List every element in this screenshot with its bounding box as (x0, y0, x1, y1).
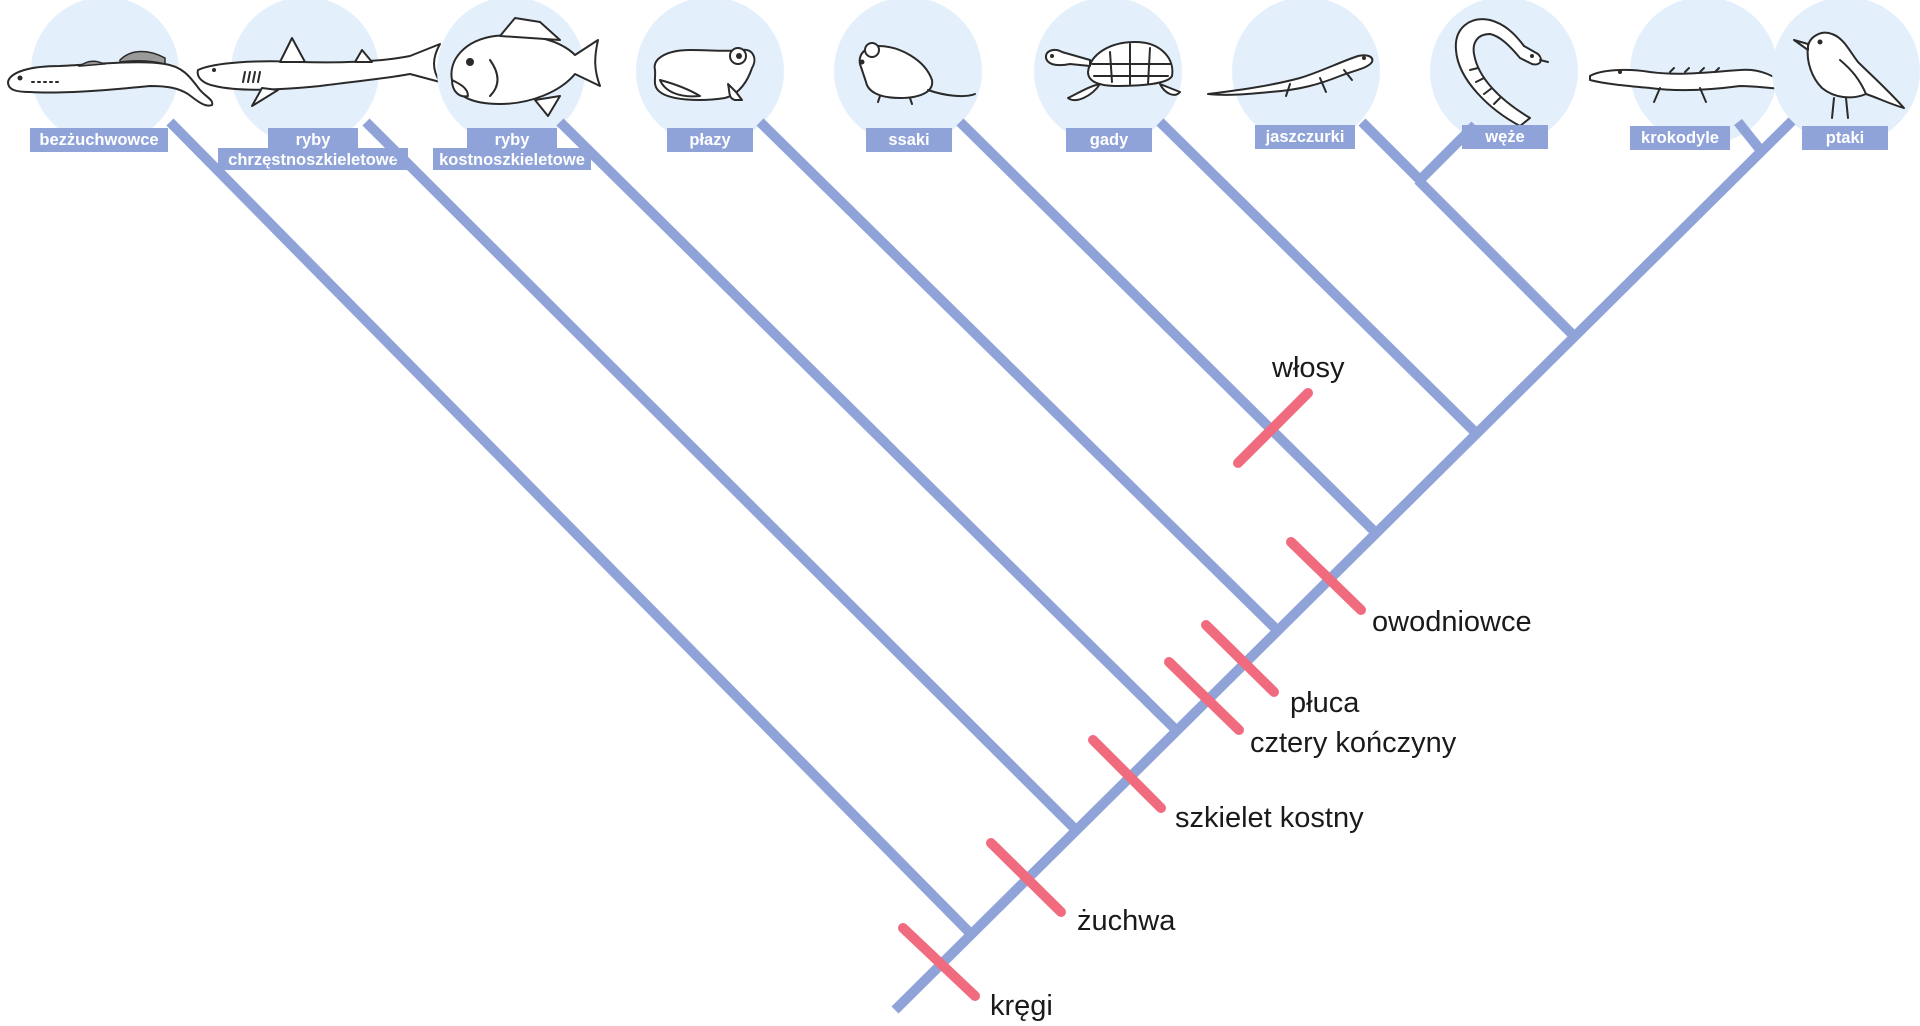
mouse-icon (858, 42, 976, 105)
branch-jaszczurki (1358, 118, 1426, 186)
trait-marks (898, 388, 1366, 1001)
trait-label-szkielet: szkielet kostny (1175, 802, 1364, 834)
taxon-box-ryby-kostnoszkieletowe-bottom (433, 148, 591, 170)
branch-bezzuchwowce (166, 118, 975, 938)
trait-label-konczyny: cztery kończyny (1250, 727, 1457, 759)
taxon-box-ryby-chrzestnoszkieletowe-bottom (218, 148, 408, 170)
taxon-box-jaszczurki (1255, 125, 1355, 149)
branch-plazy (756, 118, 1280, 633)
taxon-label-ryby-kostnoszkieletowe-line2: kostnoszkieletowe (439, 151, 585, 169)
taxon-label-ryby-chrzestnoszkieletowe-line2: chrzęstnoszkieletowe (228, 151, 398, 169)
snake-icon (1454, 18, 1549, 127)
taxon-box-ssaki (866, 128, 952, 152)
frog-icon (653, 47, 756, 101)
branch-krokodyle (1734, 118, 1766, 156)
trait-label-wlosy: włosy (1271, 352, 1345, 384)
lizard-icon (1207, 54, 1374, 97)
taxon-label-jaszczurki: jaszczurki (1265, 128, 1345, 146)
trait-mark-kregi (898, 923, 980, 1001)
bird-icon (1793, 31, 1905, 119)
taxon-label-gady: gady (1090, 131, 1129, 149)
trait-labels: kręgi żuchwa szkielet kostny cztery końc… (990, 352, 1532, 1022)
taxon-box-ryby-kostnoszkieletowe-top (467, 128, 557, 150)
turtle-icon (1044, 41, 1181, 102)
taxon-box-krokodyle (1630, 126, 1730, 150)
taxon-box-gady (1066, 128, 1152, 152)
trait-label-pluca: płuca (1290, 687, 1360, 719)
trunk-branch (891, 117, 1796, 1014)
branch-ryby-kostnoszkieletowe (556, 118, 1179, 733)
taxon-label-ryby-chrzestnoszkieletowe-line1: ryby (296, 131, 332, 149)
branch-weze (1416, 121, 1479, 184)
trait-mark-zuchwa (986, 838, 1066, 917)
taxon-header-row: bezżuchwowce ryby chrzęstnoszkieletowe r… (7, 0, 1920, 170)
trait-mark-konczyny (1164, 657, 1244, 735)
trait-mark-szkielet (1088, 735, 1166, 813)
lamprey-icon (7, 50, 214, 107)
taxon-label-krokodyle: krokodyle (1641, 129, 1719, 147)
taxon-circle-jaszczurki (1232, 0, 1380, 145)
bony-fish-icon (450, 17, 601, 117)
taxon-label-ssaki: ssaki (888, 131, 929, 149)
trait-mark-pluca (1201, 620, 1279, 697)
taxon-label-bezzuchwowce: bezżuchwowce (39, 131, 158, 149)
taxon-label-ptaki: ptaki (1826, 129, 1865, 147)
taxon-box-bezzuchwowce (30, 128, 168, 152)
trait-label-owodniowce: owodniowce (1372, 606, 1532, 638)
trait-mark-owodniowce (1286, 537, 1366, 615)
trait-label-kregi: kręgi (990, 990, 1053, 1022)
taxon-box-ptaki (1802, 126, 1888, 150)
taxon-label-ryby-kostnoszkieletowe-line1: ryby (495, 131, 531, 149)
taxon-label-weze: węże (1484, 128, 1524, 146)
taxon-label-plazy: płazy (689, 131, 731, 149)
taxon-circle-weze (1430, 0, 1578, 145)
crocodile-icon (1589, 67, 1791, 103)
trait-label-zuchwa: żuchwa (1077, 905, 1176, 937)
taxon-box-ryby-chrzestnoszkieletowe-top (268, 128, 358, 150)
branch-gady (1156, 118, 1481, 438)
branch-lepidosaurs (1414, 176, 1579, 341)
branch-ssaki (956, 118, 1381, 538)
branch-ryby-chrzestnoszkieletowe (362, 118, 1079, 833)
tree-branches (166, 117, 1796, 1014)
trait-mark-wlosy (1233, 388, 1313, 468)
taxon-box-plazy (667, 128, 753, 152)
